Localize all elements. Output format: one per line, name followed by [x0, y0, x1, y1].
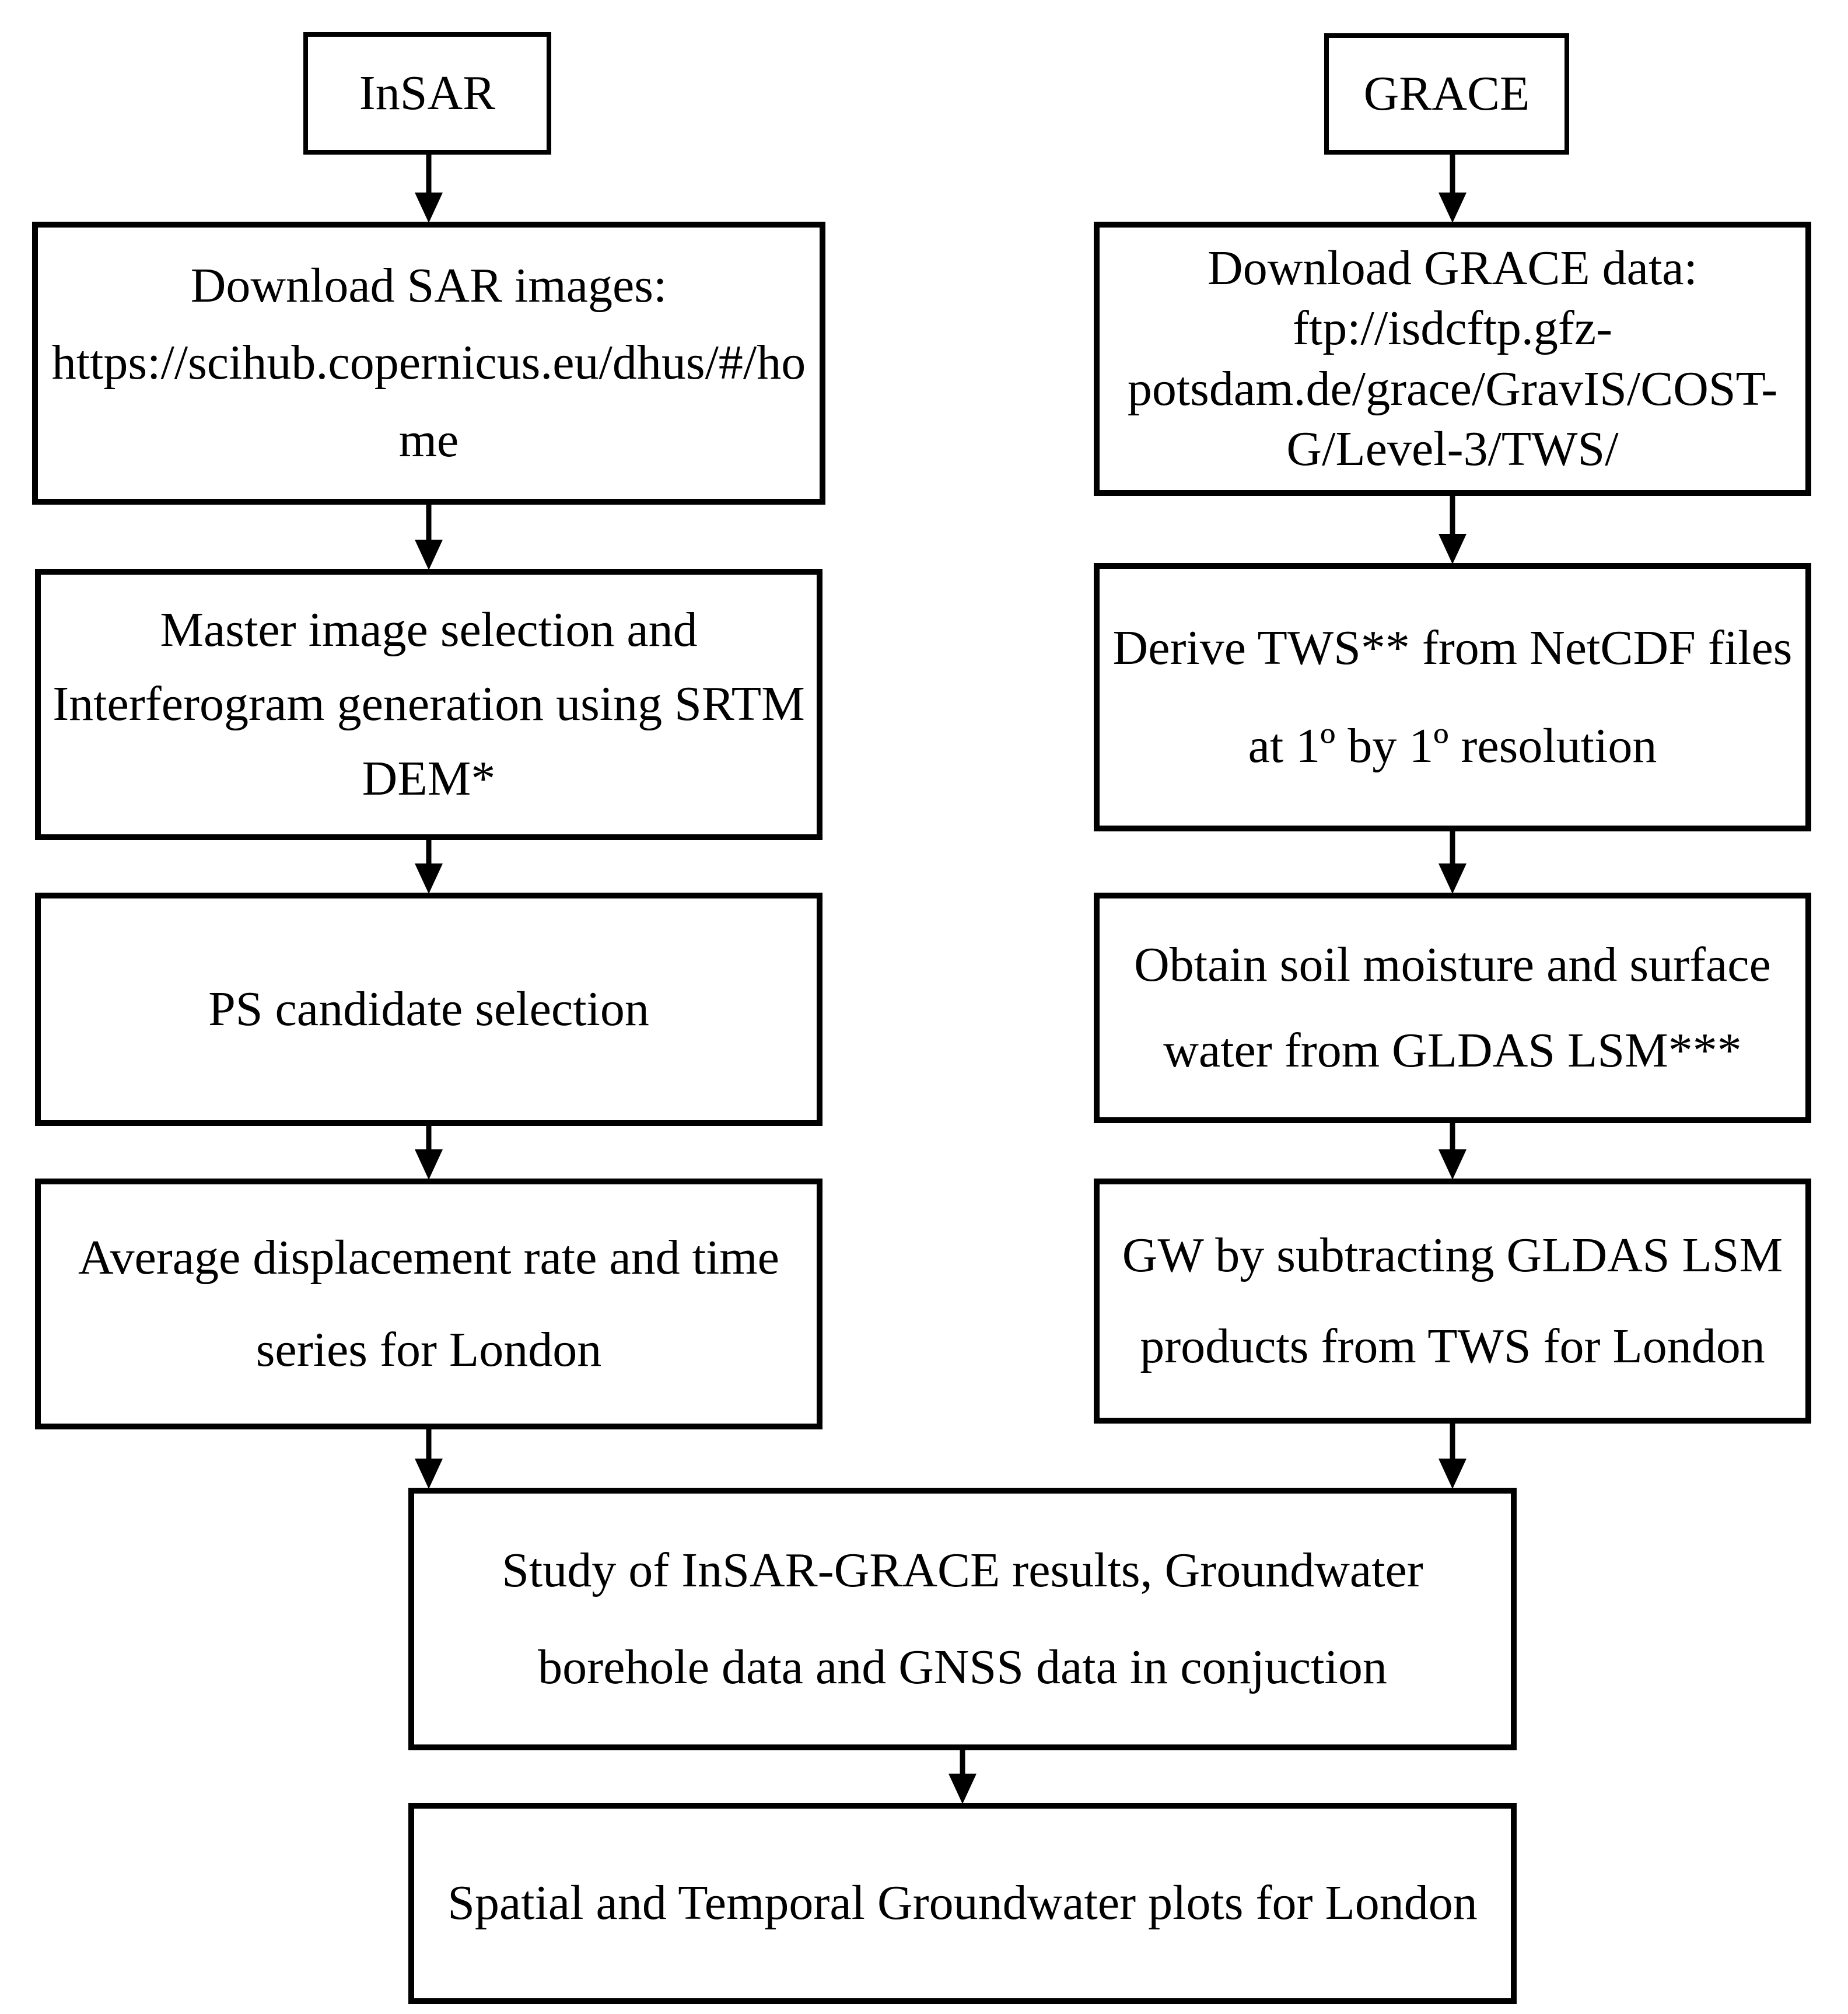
node-text-line: me	[398, 413, 459, 468]
arrow-head-icon	[1438, 193, 1466, 223]
node-soil-moisture: Obtain soil moisture and surface water f…	[1094, 893, 1811, 1123]
node-text-line: series for London	[256, 1323, 602, 1377]
node-text-line: products from TWS for London	[1140, 1319, 1765, 1373]
arrow-head-icon	[1438, 1149, 1466, 1180]
arrow-head-icon	[415, 193, 443, 223]
arrow-shaft	[1450, 155, 1455, 200]
node-ps-candidate: PS candidate selection	[35, 893, 822, 1126]
node-label: GRACE	[1363, 66, 1530, 121]
node-master-selection: Master image selection and Interferogram…	[35, 569, 822, 840]
arrow-head-icon	[415, 540, 443, 570]
node-text-line: Derive TWS** from NetCDF files	[1112, 620, 1793, 675]
arrow-shaft	[1450, 496, 1455, 541]
node-text-line: at 1º by 1º resolution	[1248, 719, 1657, 774]
node-sar-download: Download SAR images: https://scihub.cope…	[32, 222, 825, 505]
node-text-line: ftp://isdcftp.gfz-	[1292, 301, 1613, 356]
edge-arrow-soil-moisture-to-gw-subtract	[1437, 1123, 1468, 1180]
node-text-line: DEM*	[362, 751, 496, 806]
arrow-head-icon	[415, 863, 443, 894]
node-text-line: Obtain soil moisture and surface	[1134, 937, 1771, 992]
node-text-line: water from GLDAS LSM***	[1163, 1023, 1742, 1078]
node-text-line: potsdam.de/grace/GravIS/COST-	[1127, 361, 1778, 416]
node-grace-header: GRACE	[1324, 33, 1569, 155]
arrow-shaft	[1450, 1123, 1455, 1156]
edge-arrow-sar-download-to-master-selection	[414, 505, 444, 570]
arrow-shaft	[426, 1429, 432, 1466]
node-grace-download: Download GRACE data: ftp://isdcftp.gfz- …	[1094, 222, 1811, 496]
node-avg-displacement: Average displacement rate and time serie…	[35, 1179, 822, 1429]
arrow-head-icon	[415, 1459, 443, 1489]
node-text-line: Master image selection and	[160, 602, 698, 657]
node-study-conjunction: Study of InSAR-GRACE results, Groundwate…	[408, 1488, 1517, 1750]
node-derive-tws: Derive TWS** from NetCDF files at 1º by …	[1094, 563, 1811, 831]
edge-arrow-insar-to-sar-download	[414, 155, 444, 223]
arrow-shaft	[426, 155, 432, 200]
node-text-line: Interferogram generation using SRTM	[52, 677, 805, 732]
node-insar-header: InSAR	[303, 32, 551, 155]
edge-arrow-derive-tws-to-soil-moisture	[1437, 831, 1468, 894]
node-text-line: Average displacement rate and time	[78, 1230, 779, 1285]
node-text-line: Spatial and Temporal Groundwater plots f…	[447, 1876, 1478, 1931]
arrow-shaft	[1450, 831, 1455, 870]
node-text-line: PS candidate selection	[208, 981, 649, 1036]
node-text-line: Download GRACE data:	[1208, 241, 1698, 296]
edge-arrow-study-conjunction-to-spatial-temporal	[947, 1750, 978, 1804]
edge-arrow-master-selection-to-ps-candidate	[414, 840, 444, 894]
node-text-line: borehole data and GNSS data in conjuctio…	[538, 1639, 1387, 1694]
node-spatial-temporal: Spatial and Temporal Groundwater plots f…	[408, 1803, 1517, 2004]
node-text-line: GW by subtracting GLDAS LSM	[1122, 1228, 1783, 1283]
node-text-line: Download SAR images:	[190, 258, 667, 313]
arrow-shaft	[426, 505, 432, 547]
node-gw-subtract: GW by subtracting GLDAS LSM products fro…	[1094, 1179, 1811, 1424]
arrow-head-icon	[415, 1149, 443, 1180]
node-label: InSAR	[359, 65, 496, 120]
arrow-head-icon	[1438, 1459, 1466, 1489]
arrow-shaft	[426, 1126, 432, 1156]
arrow-head-icon	[949, 1774, 977, 1804]
edge-arrow-gw-subtract-to-study-conjunction	[1437, 1424, 1468, 1489]
edge-arrow-ps-candidate-to-avg-displacement	[414, 1126, 444, 1180]
edge-arrow-avg-displacement-to-study-conjunction	[414, 1429, 444, 1489]
arrow-head-icon	[1438, 863, 1466, 894]
arrow-head-icon	[1438, 534, 1466, 564]
edge-arrow-grace-to-grace-download	[1437, 155, 1468, 223]
node-text-line: https://scihub.copernicus.eu/dhus/#/ho	[51, 335, 806, 390]
arrow-shaft	[1450, 1424, 1455, 1466]
arrow-shaft	[960, 1750, 965, 1781]
arrow-shaft	[426, 840, 432, 870]
edge-arrow-grace-download-to-derive-tws	[1437, 496, 1468, 564]
node-text-line: G/Level-3/TWS/	[1286, 421, 1619, 476]
node-text-line: Study of InSAR-GRACE results, Groundwate…	[502, 1543, 1423, 1598]
